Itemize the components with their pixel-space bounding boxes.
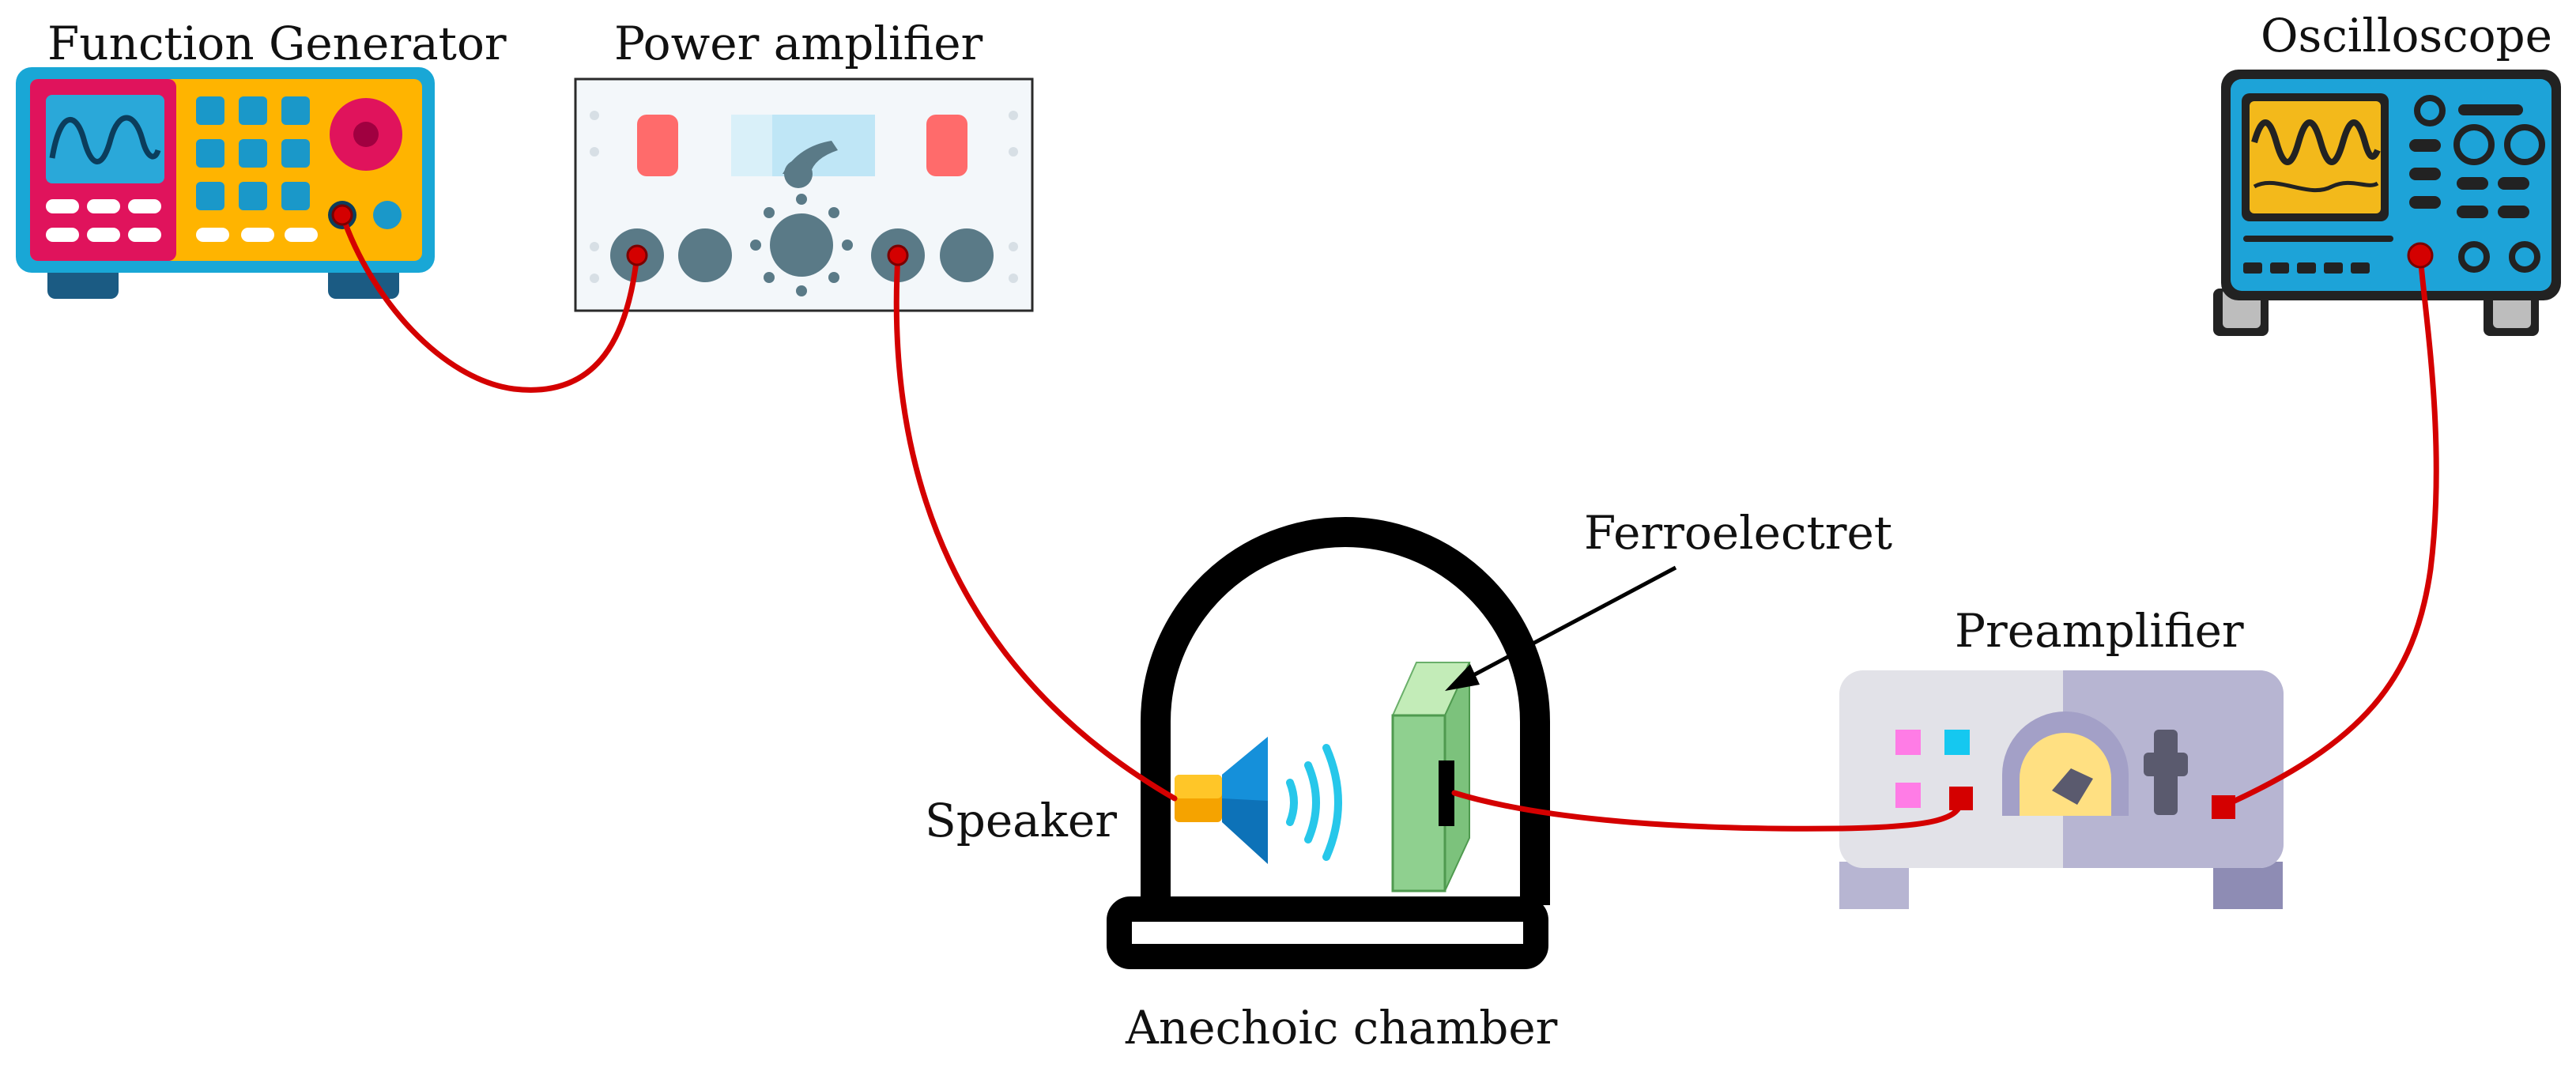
speaker-icon [1175,737,1268,864]
label-oscilloscope: Oscilloscope [2261,9,2552,62]
oscilloscope-input-connector [2407,242,2434,269]
oscilloscope-icon [2213,70,2561,336]
label-function-generator: Function Generator [47,17,507,70]
power-amp-output-connector [887,244,909,266]
anechoic-chamber-icon [1107,517,1550,969]
power-amplifier-icon [574,77,1034,312]
preamp-output-connector [2212,795,2235,819]
ferroelectret-film-icon [1391,662,1471,893]
label-speaker: Speaker [925,794,1117,847]
function-generator-icon [16,67,435,299]
label-power-amplifier: Power amplifier [614,17,983,70]
cable-fg-to-power-amp [339,212,640,393]
label-preamplifier: Preamplifier [1955,604,2244,658]
sound-wave-icon [1286,744,1342,861]
preamp-input-connector [1949,787,1973,810]
cable-ferroelectret-to-preamp [1451,790,1964,832]
label-anechoic-chamber: Anechoic chamber [1125,1001,1558,1055]
cable-power-amp-to-speaker [893,252,1178,802]
ferroelectret-arrow [1445,565,1677,691]
cable-preamp-to-oscilloscope [2220,252,2439,809]
label-ferroelectret: Ferroelectret [1584,506,1892,560]
preamplifier-icon [1839,670,2284,909]
fg-output-connector [331,204,353,226]
power-amp-input-connector [626,244,648,266]
